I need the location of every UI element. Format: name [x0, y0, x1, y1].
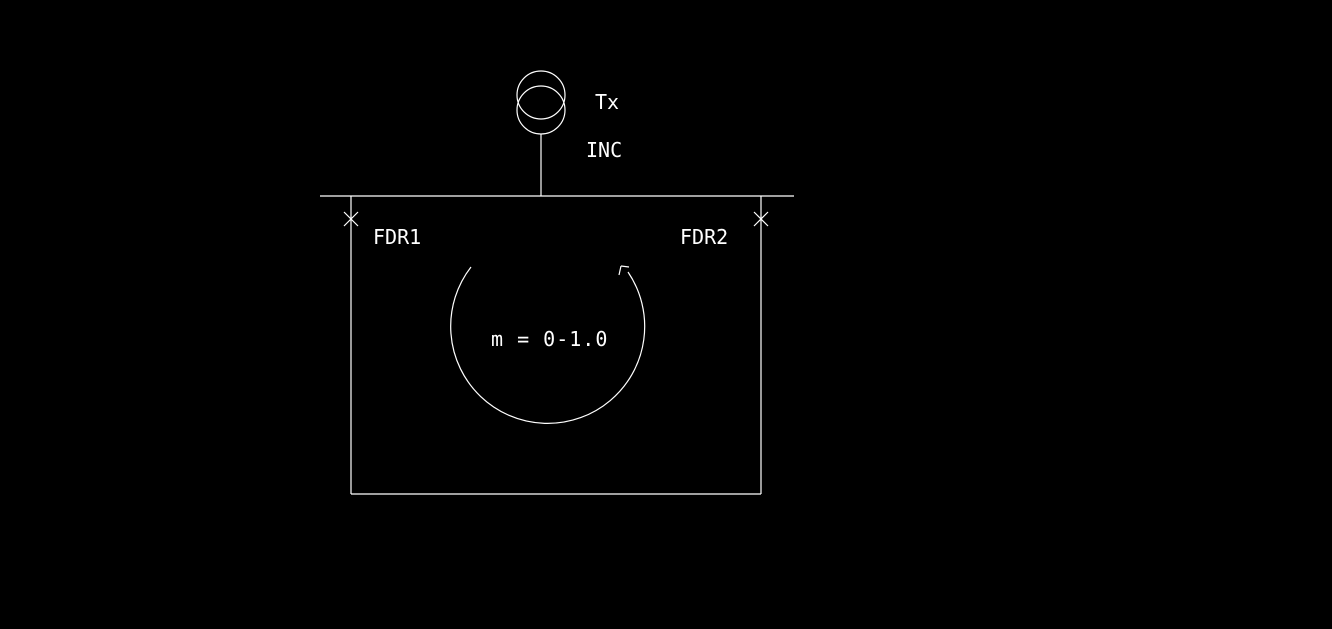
transformer-symbol [516, 70, 566, 135]
feeder1-breaker-icon [343, 211, 359, 227]
circulation-arrowhead-icon [618, 265, 630, 276]
transformer-winding-secondary [516, 85, 566, 135]
circulation-arc [450, 266, 646, 424]
incomer-label: INC [586, 138, 622, 162]
transformer-label: Tx [595, 90, 619, 114]
transformer-winding-primary [516, 70, 566, 120]
feeder1-label: FDR1 [373, 225, 421, 249]
loop-ratio-label: m = 0-1.0 [491, 327, 608, 351]
feeder2-breaker-icon [753, 211, 769, 227]
feeder2-label: FDR2 [680, 225, 728, 249]
